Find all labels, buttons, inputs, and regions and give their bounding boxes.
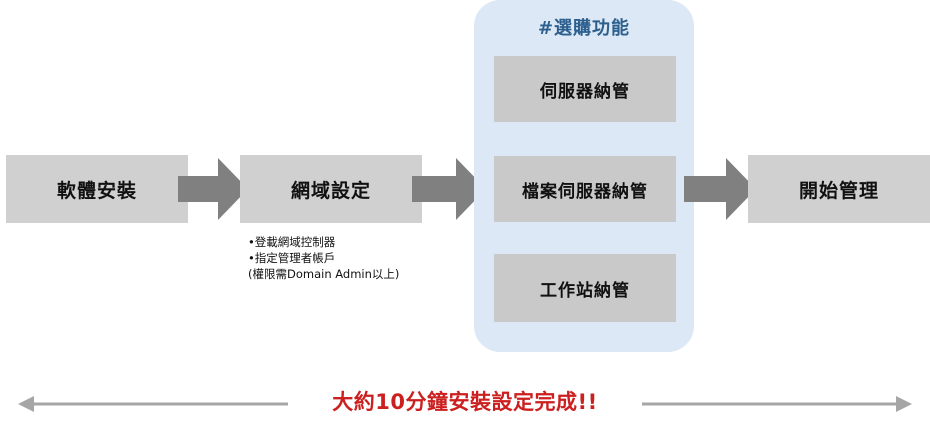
domain-settings-notes: •登載網域控制器 •指定管理者帳戶 (權限需Domain Admin以上) bbox=[248, 234, 399, 282]
flow-arrow-icon bbox=[178, 158, 248, 220]
item-label: 工作站納管 bbox=[540, 280, 630, 301]
step-domain-settings: 網域設定 bbox=[240, 155, 422, 223]
file-server-management-box: 檔案伺服器納管 bbox=[494, 156, 676, 222]
step-label: 網域設定 bbox=[290, 179, 371, 202]
note-line: (權限需Domain Admin以上) bbox=[248, 267, 400, 281]
item-label: 伺服器納管 bbox=[540, 81, 630, 102]
optional-features-title: #選購功能 bbox=[537, 18, 631, 39]
timeline-label: 大約10分鐘安裝設定完成!! bbox=[288, 386, 642, 416]
step-label: 軟體安裝 bbox=[56, 179, 137, 202]
server-management-box: 伺服器納管 bbox=[494, 56, 676, 122]
step-software-install: 軟體安裝 bbox=[6, 155, 188, 223]
step-label: 開始管理 bbox=[798, 179, 879, 202]
workstation-management-box: 工作站納管 bbox=[494, 254, 676, 322]
flow-arrow-icon bbox=[684, 158, 756, 220]
step-start-management: 開始管理 bbox=[748, 155, 930, 223]
note-line: •登載網域控制器 bbox=[248, 235, 336, 249]
flow-arrow-icon bbox=[412, 158, 486, 220]
item-label: 檔案伺服器納管 bbox=[522, 181, 648, 202]
note-line: •指定管理者帳戶 bbox=[248, 251, 336, 265]
